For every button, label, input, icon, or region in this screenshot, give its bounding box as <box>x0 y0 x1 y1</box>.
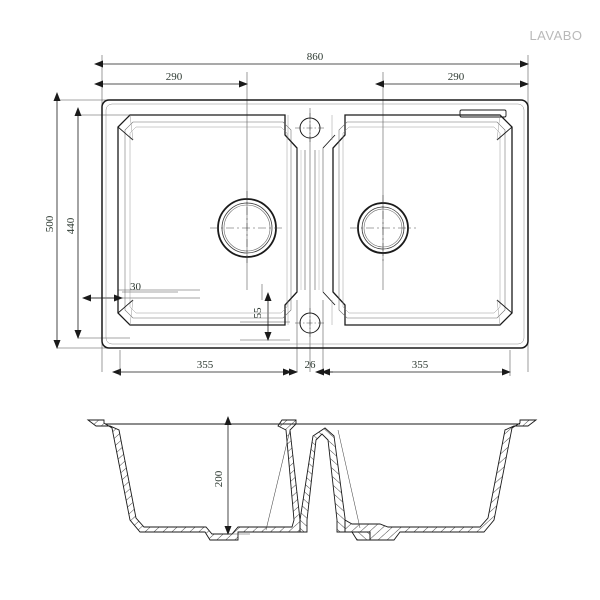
dimension-55: 55 <box>252 284 272 341</box>
right-bowl <box>332 114 513 326</box>
dimension-355-right: 355 <box>321 350 511 376</box>
bottom-tap-hole <box>295 308 325 338</box>
dim-label-inner-depth: 440 <box>65 217 77 234</box>
dim-label-right-bowl-bottom: 355 <box>412 359 429 371</box>
dim-label-overall-depth: 500 <box>44 215 56 232</box>
section-left-bowl <box>86 419 301 541</box>
left-drain-hole <box>210 191 284 265</box>
top-tap-hole <box>295 113 325 143</box>
brand-logo-text: LAVABO <box>529 28 582 43</box>
dim-label-overall-width: 860 <box>307 51 324 63</box>
dimension-30: 30 <box>82 281 178 302</box>
sink-outer-rim-inner-edge <box>105 103 525 345</box>
dimension-860: 860 <box>94 51 529 68</box>
dim-label-rim-offset: 30 <box>130 281 142 293</box>
dimension-290-right: 290 <box>375 71 529 88</box>
dim-label-center-divider: 26 <box>305 359 317 371</box>
dim-label-right-bowl-width: 290 <box>448 71 465 83</box>
dimension-500: 500 <box>44 92 61 349</box>
dimension-355-left: 355 <box>112 350 292 376</box>
sink-outer-rim <box>101 99 529 349</box>
top-view <box>101 99 529 349</box>
dimension-26: 26 <box>287 359 333 376</box>
section-right-bowl <box>344 419 538 541</box>
section-center-divider <box>299 427 371 541</box>
dim-label-bowl-height: 200 <box>213 470 225 487</box>
section-guide-lines <box>265 429 361 531</box>
center-divider <box>284 115 336 325</box>
overflow-slot <box>459 109 507 118</box>
left-bowl <box>117 114 298 326</box>
dimension-290-left: 290 <box>94 71 248 88</box>
right-drain-hole <box>350 195 416 261</box>
brand-logo: LAVABO <box>529 28 582 43</box>
section-view: 200 <box>86 416 538 541</box>
dimension-440: 440 <box>65 107 82 339</box>
dim-label-left-bowl-bottom: 355 <box>197 359 214 371</box>
dimension-200: 200 <box>213 416 250 535</box>
dim-label-left-bowl-width: 290 <box>166 71 183 83</box>
dim-label-bottom-rim: 55 <box>252 307 264 319</box>
